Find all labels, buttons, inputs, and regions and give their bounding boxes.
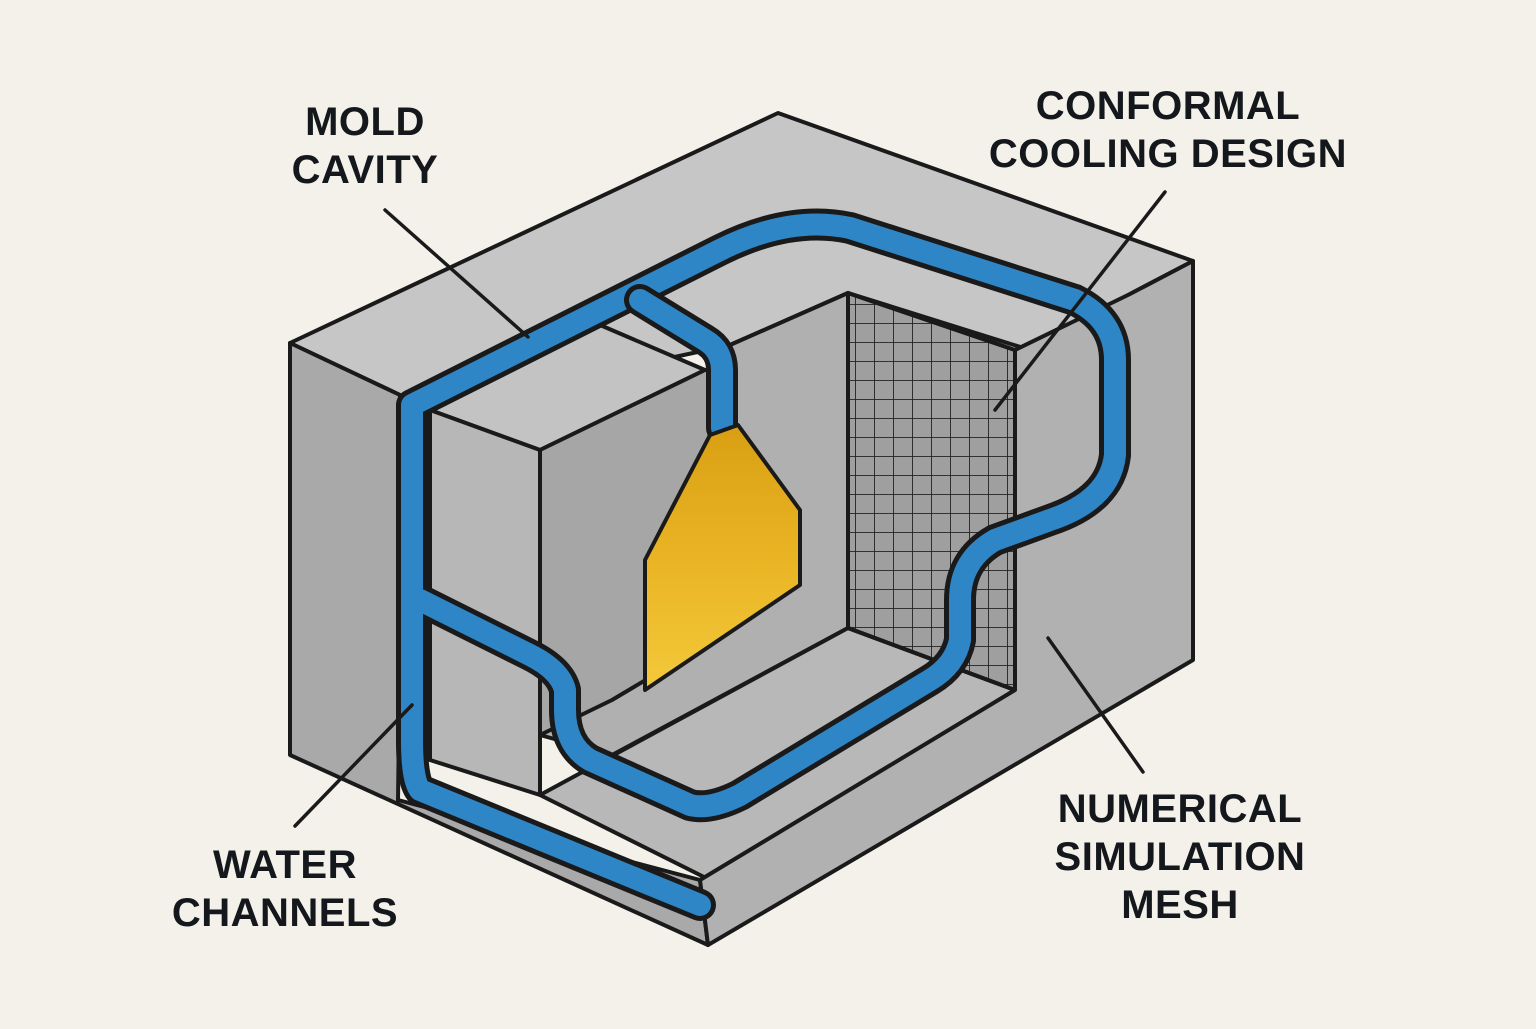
mesh-grid xyxy=(848,293,1015,690)
core-front-face xyxy=(428,408,542,797)
leader-conformal-cooling xyxy=(993,190,1167,412)
label-conformal-cooling-line2: COOLING DESIGN xyxy=(988,132,1348,176)
label-water-channels: WATER CHANNELS xyxy=(150,841,420,937)
label-mold-cavity-line2: CAVITY xyxy=(291,148,439,192)
leader-simulation-mesh xyxy=(1046,636,1145,774)
label-water-channels-line1: WATER xyxy=(213,843,357,887)
label-simulation-mesh-line1: NUMERICAL xyxy=(1057,787,1303,831)
label-conformal-cooling-line1: CONFORMAL xyxy=(1035,84,1301,128)
label-simulation-mesh-line2: SIMULATION xyxy=(1054,835,1306,879)
water-channel-branch xyxy=(629,289,733,439)
label-mold-cavity: MOLD CAVITY xyxy=(270,98,460,194)
water-channel xyxy=(401,213,1126,916)
label-conformal-cooling: CONFORMAL COOLING DESIGN xyxy=(968,82,1368,178)
label-water-channels-line2: CHANNELS xyxy=(171,891,399,935)
leader-water-channels xyxy=(293,703,414,828)
label-simulation-mesh: NUMERICAL SIMULATION MESH xyxy=(1020,785,1340,929)
molded-part xyxy=(643,423,802,692)
label-mold-cavity-line1: MOLD xyxy=(305,100,425,144)
label-simulation-mesh-line3: MESH xyxy=(1121,883,1239,927)
leader-mold-cavity xyxy=(383,208,530,339)
